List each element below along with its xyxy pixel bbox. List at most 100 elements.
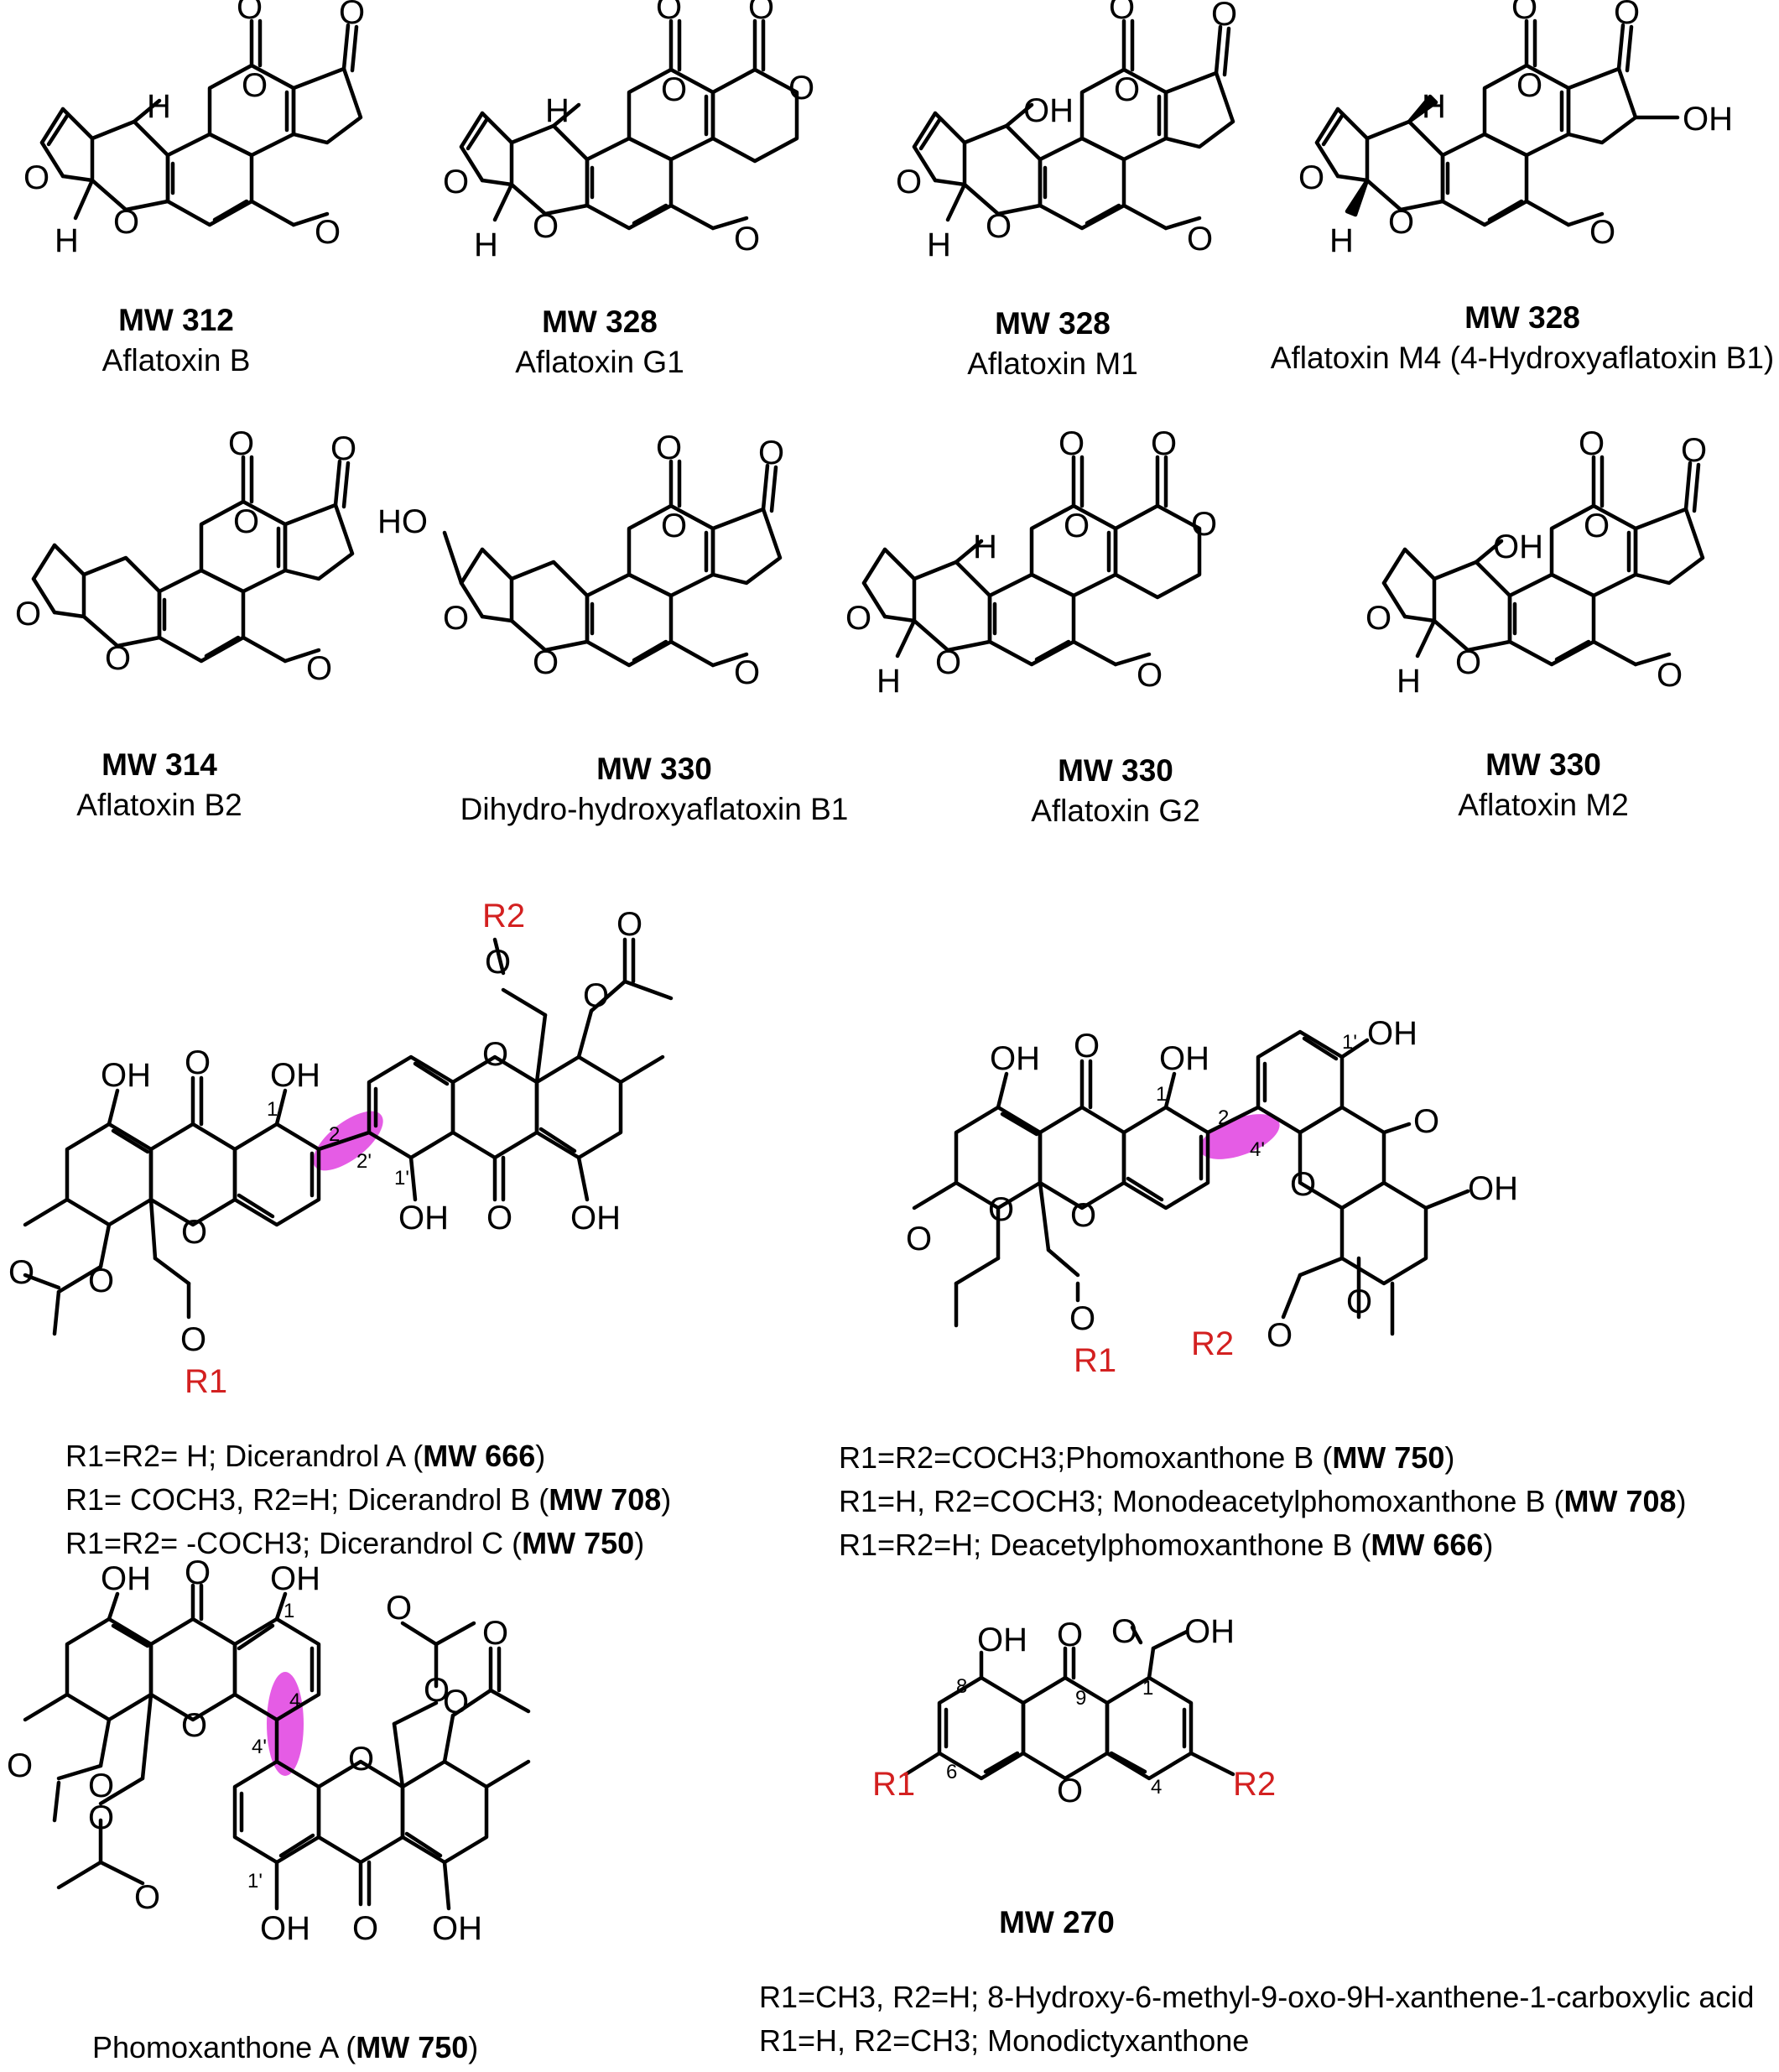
mw-label: MW 330: [1485, 747, 1601, 782]
atom-oh: OH: [101, 1057, 151, 1094]
legend-line: R1=R2=COCH3;Phomoxanthone B (MW 750): [839, 1440, 1455, 1475]
atom-o: O: [1059, 425, 1085, 462]
caption-aflatoxin-b: MW 312 Aflatoxin B: [50, 300, 302, 381]
atom-o: O: [181, 1214, 207, 1251]
atom-o: O: [748, 0, 774, 26]
atom-o: O: [656, 0, 682, 26]
atom-o: O: [443, 600, 469, 637]
atom-o: O: [1511, 0, 1537, 26]
substituent-r1: R1: [872, 1766, 915, 1803]
atom-o: O: [1191, 506, 1217, 543]
locant: 4: [1151, 1776, 1162, 1799]
atom-oh: OH: [1023, 92, 1074, 129]
atom-o: O: [330, 430, 356, 467]
atom-o: O: [533, 208, 559, 245]
atom-o: O: [1657, 657, 1683, 694]
atom-h: H: [927, 226, 951, 263]
atom-oh: OH: [977, 1622, 1027, 1658]
atom-h: H: [474, 226, 498, 263]
atom-o: O: [1069, 1300, 1095, 1337]
atom-o: O: [1057, 1773, 1083, 1809]
atom-o: O: [988, 1191, 1014, 1228]
locant: 2: [1218, 1106, 1229, 1129]
atom-h: H: [1397, 663, 1421, 700]
atom-oh: OH: [1184, 1613, 1235, 1650]
atom-h: H: [876, 663, 901, 700]
legend-line: R1=R2= H; Dicerandrol A (MW 666): [65, 1439, 546, 1473]
substituent-r1: R1: [185, 1363, 227, 1400]
substituent-r1: R1: [1074, 1342, 1116, 1379]
locant: 1': [247, 1870, 263, 1892]
mw-label: MW 330: [596, 752, 712, 786]
atom-o: O: [1589, 214, 1615, 251]
locant: 4: [289, 1689, 300, 1712]
compound-name: Dihydro-hydroxyaflatoxin B1: [460, 792, 849, 827]
atom-o: O: [113, 204, 139, 241]
highlight-bond: [267, 1672, 304, 1776]
structure-aflatoxin-m4: O O O OH O O H H O: [1298, 0, 1733, 259]
atom-ho: HO: [377, 503, 428, 540]
atom-o: O: [105, 640, 131, 677]
atom-h: H: [545, 92, 570, 129]
structure-dicerandrol: OH O OH O O O O R1 OH O OH O O O O R2 1 …: [8, 898, 674, 1400]
caption-aflatoxin-m1: MW 328 Aflatoxin M1: [927, 304, 1178, 384]
structure-aflatoxin-m2: O O O O O OH H O: [1365, 425, 1707, 700]
atom-o: O: [1681, 432, 1707, 469]
atom-o: O: [906, 1221, 932, 1257]
locant: 1: [1142, 1677, 1153, 1700]
atom-o: O: [1614, 0, 1640, 31]
locant: 1': [1342, 1031, 1357, 1054]
legend-line: R1=CH3, R2=H; 8-Hydroxy-6-methyl-9-oxo-9…: [759, 1980, 1755, 2014]
mw-label: MW 270: [999, 1905, 1115, 1939]
atom-o: O: [583, 977, 609, 1014]
atom-o: O: [734, 654, 760, 691]
atom-o: O: [734, 221, 760, 258]
atom-o: O: [228, 425, 254, 462]
locant: 2: [329, 1123, 340, 1146]
mw-label: MW 328: [995, 306, 1111, 341]
substituent-r2: R2: [1191, 1325, 1234, 1362]
mw-label: MW 328: [542, 305, 658, 339]
atom-o: O: [233, 503, 259, 540]
structure-aflatoxin-g2: O O O O O O H H O: [845, 425, 1217, 700]
atom-o: O: [1365, 600, 1391, 637]
atom-oh: OH: [1683, 101, 1733, 138]
atom-oh: OH: [432, 1910, 482, 1947]
atom-h: H: [973, 528, 997, 565]
atom-o: O: [845, 600, 871, 637]
atom-o: O: [88, 1767, 114, 1804]
atom-o: O: [1290, 1166, 1316, 1203]
atom-o: O: [788, 70, 814, 107]
atom-o: O: [1109, 0, 1135, 26]
locant: 1: [267, 1098, 278, 1121]
atom-o: O: [986, 208, 1012, 245]
atom-o: O: [315, 214, 341, 251]
mw-label: MW 330: [1058, 753, 1173, 788]
atom-o: O: [424, 1672, 450, 1709]
compound-name: Aflatoxin M1: [967, 346, 1138, 382]
locant: 4': [1250, 1138, 1265, 1161]
atom-o: O: [1074, 1028, 1100, 1065]
legend-dicerandrol: R1=R2= H; Dicerandrol A (MW 666) R1= COC…: [65, 1434, 671, 1566]
atom-o: O: [180, 1321, 206, 1358]
compound-name: Aflatoxin M4 (4-Hydroxyaflatoxin B1): [1270, 341, 1775, 376]
atom-o: O: [88, 1262, 114, 1299]
atom-o: O: [1455, 644, 1481, 681]
caption-aflatoxin-g2: MW 330 Aflatoxin G2: [990, 751, 1241, 831]
atom-o: O: [656, 429, 682, 466]
structure-aflatoxin-b2: O O O O O O: [15, 425, 356, 687]
atom-o: O: [23, 159, 49, 196]
atom-o: O: [1584, 508, 1610, 544]
structure-aflatoxin-b: O O O O O H H O: [23, 0, 365, 259]
atom-h: H: [1422, 88, 1446, 125]
compound-name: Aflatoxin G1: [515, 345, 684, 380]
structure-phomoxanthone-b: OH O OH O O O O R1 OH O O OH O O R2 1 2 …: [906, 1015, 1518, 1379]
atom-oh: OH: [1159, 1040, 1209, 1077]
atom-o: O: [1516, 67, 1542, 104]
atom-o: O: [661, 508, 687, 544]
structure-dihydro-hydroxyaflatoxin-b1: O O O O O HO O: [377, 429, 784, 691]
atom-oh: OH: [260, 1910, 310, 1947]
legend-phomoxanthone-a: Phomoxanthone A (MW 750): [92, 2030, 479, 2064]
caption-aflatoxin-g1: MW 328 Aflatoxin G1: [474, 302, 726, 383]
atom-o: O: [1211, 0, 1237, 33]
